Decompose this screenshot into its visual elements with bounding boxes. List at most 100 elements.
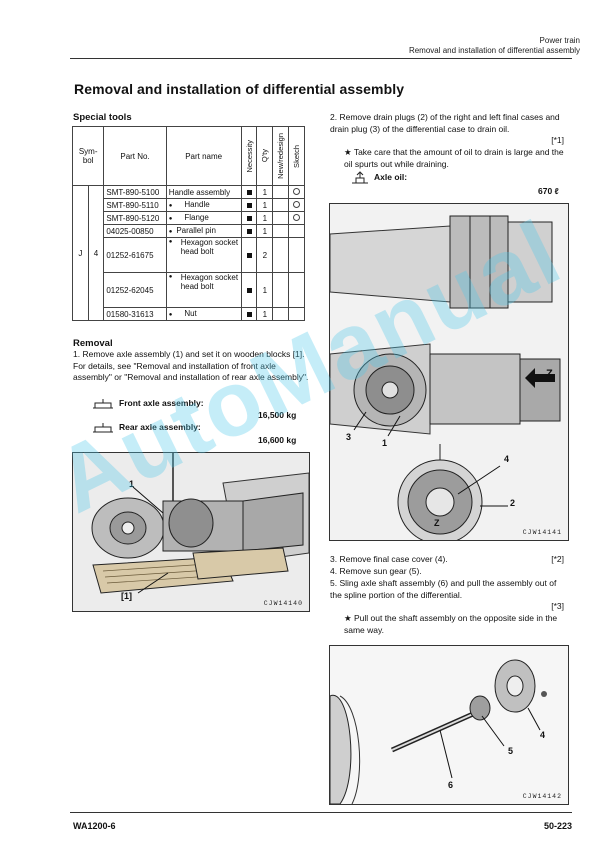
sketch-circle-icon xyxy=(293,200,301,208)
qty: 1 xyxy=(256,307,274,321)
step-3-reference: [*2] xyxy=(551,554,564,564)
header-topic: Removal and installation of differential… xyxy=(408,46,580,55)
fig2-callout-z-view: Z xyxy=(434,518,440,528)
sketch-header: Sketch xyxy=(288,126,305,186)
axle-shaft-illustration xyxy=(330,646,568,804)
footer-model: WA1200-6 xyxy=(73,821,116,831)
part-name: ● Hexagon socket head bolt xyxy=(165,272,242,308)
part-no-header: Part No. xyxy=(103,126,167,186)
bullet-icon: ● xyxy=(168,274,173,280)
figure-drain-plugs: 3 1 Z 4 2 Z CJW14141 xyxy=(329,203,569,541)
table-row: SMT-890-5110 ●Handle 1 xyxy=(73,198,305,212)
part-no: 01252-61675 xyxy=(103,237,167,273)
bullet-icon: ● xyxy=(168,311,173,318)
table-row: SMT-890-5120 ●Flange 1 xyxy=(73,211,305,225)
new-redesign-header-text: New/redesign xyxy=(276,133,286,179)
part-no: SMT-890-5100 xyxy=(103,185,167,199)
fig2-callout-z-arrow: Z xyxy=(546,368,553,380)
new-redesign-header: New/redesign xyxy=(272,126,290,186)
fig2-callout-1: 1 xyxy=(382,438,388,448)
table-row: 01252-61675 ● Hexagon socket head bolt 2 xyxy=(73,237,305,273)
qty: 1 xyxy=(256,224,274,238)
symbol-number: 4 xyxy=(87,185,105,321)
removal-heading: Removal xyxy=(73,338,113,349)
header-rule xyxy=(70,58,572,59)
qty: 1 xyxy=(256,185,274,199)
necessity-mark xyxy=(240,198,258,212)
part-name: ● Handle xyxy=(165,198,242,212)
sketch-mark xyxy=(288,185,305,199)
footer-rule xyxy=(70,812,572,813)
header-section: Power train xyxy=(539,36,580,45)
front-axle-label: Front axle assembly: xyxy=(119,398,204,408)
qty-header: Q'ty xyxy=(256,126,274,186)
table-row: 01252-62045 ● Hexagon socket head bolt 1 xyxy=(73,272,305,308)
sketch-cell xyxy=(288,307,305,321)
part-name: ●Nut xyxy=(165,307,242,321)
drain-plugs-illustration xyxy=(330,204,568,540)
step-2-text: 2. Remove drain plugs (2) of the right a… xyxy=(330,112,560,134)
sketch-cell xyxy=(288,237,305,273)
new-redesign-cell xyxy=(272,307,290,321)
bullet-icon: ● xyxy=(168,239,173,245)
part-name-wrap: ● Hexagon socket head bolt xyxy=(169,273,239,291)
fig3-callout-6: 6 xyxy=(448,780,454,790)
removal-step-3: 3. Remove final case cover (4). xyxy=(330,554,448,564)
necessity-mark xyxy=(240,307,258,321)
sketch-cell xyxy=(288,224,305,238)
step-2-reference: [*1] xyxy=(551,135,564,145)
part-name-text: Handle assembly xyxy=(168,187,231,197)
qty: 1 xyxy=(256,211,274,225)
symbol-header: Sym-bol xyxy=(71,126,105,186)
necessity-square-icon xyxy=(246,215,252,221)
part-name: ●Parallel pin xyxy=(165,224,242,238)
qty: 2 xyxy=(256,237,274,273)
qty-header-text: Q'ty xyxy=(260,149,270,163)
table-row: J 4 SMT-890-5100 Handle assembly 1 xyxy=(72,185,305,321)
front-axle-weight: 16,500 kg xyxy=(258,410,297,420)
hoist-icon xyxy=(93,423,113,433)
hoist-icon xyxy=(93,399,113,409)
table-row: 04025-00850 ●Parallel pin 1 xyxy=(73,224,305,238)
rear-axle-line: Rear axle assembly: xyxy=(92,422,308,434)
bullet-icon: ● xyxy=(168,202,173,209)
necessity-square-icon xyxy=(246,228,252,234)
part-name-text: Flange xyxy=(184,212,209,222)
removal-step-1: 1. Remove axle assembly (1) and set it o… xyxy=(73,349,309,382)
page-title: Removal and installation of differential… xyxy=(74,81,405,97)
fig3-callout-5: 5 xyxy=(508,746,514,756)
axle-on-blocks-illustration xyxy=(73,453,309,611)
oil-can-icon xyxy=(352,171,368,184)
necessity-square-icon xyxy=(246,311,252,317)
step-5-note: ★ Pull out the shaft assembly on the opp… xyxy=(344,613,558,635)
new-redesign-cell xyxy=(272,237,290,273)
special-tools-table: Sym-bol Part No. Part name Necessity Q't… xyxy=(71,126,305,321)
fig2-caption: CJW14141 xyxy=(522,529,562,536)
bullet-icon: ● xyxy=(168,228,173,235)
necessity-square-icon xyxy=(246,287,252,293)
fig1-caption: CJW14140 xyxy=(263,600,303,607)
running-header: Power train Removal and installation of … xyxy=(409,36,580,56)
part-name-header: Part name xyxy=(165,126,242,186)
symbol-letter: J xyxy=(72,185,89,321)
part-name-wrap: ● Hexagon socket head bolt xyxy=(169,238,239,256)
sketch-cell xyxy=(288,272,305,308)
new-redesign-cell xyxy=(272,198,290,212)
necessity-header: Necessity xyxy=(240,126,258,186)
sketch-mark xyxy=(288,198,305,212)
fig3-callout-4: 4 xyxy=(540,730,546,740)
part-name-text: Handle xyxy=(184,199,210,209)
new-redesign-cell xyxy=(272,185,290,199)
part-name-text: Hexagon socket head bolt xyxy=(180,273,239,291)
new-redesign-cell xyxy=(272,224,290,238)
front-axle-line: Front axle assembly: xyxy=(92,398,308,410)
table-row: 01580-31613 ●Nut 1 xyxy=(73,307,305,321)
necessity-square-icon xyxy=(246,189,252,195)
fig1-callout-1: 1 xyxy=(129,479,135,489)
sketch-circle-icon xyxy=(293,213,301,221)
fig2-callout-2: 2 xyxy=(510,498,516,508)
qty: 1 xyxy=(256,272,274,308)
necessity-square-icon xyxy=(246,202,252,208)
footer-page-number: 50-223 xyxy=(543,821,572,831)
part-no: 01252-62045 xyxy=(103,272,167,308)
